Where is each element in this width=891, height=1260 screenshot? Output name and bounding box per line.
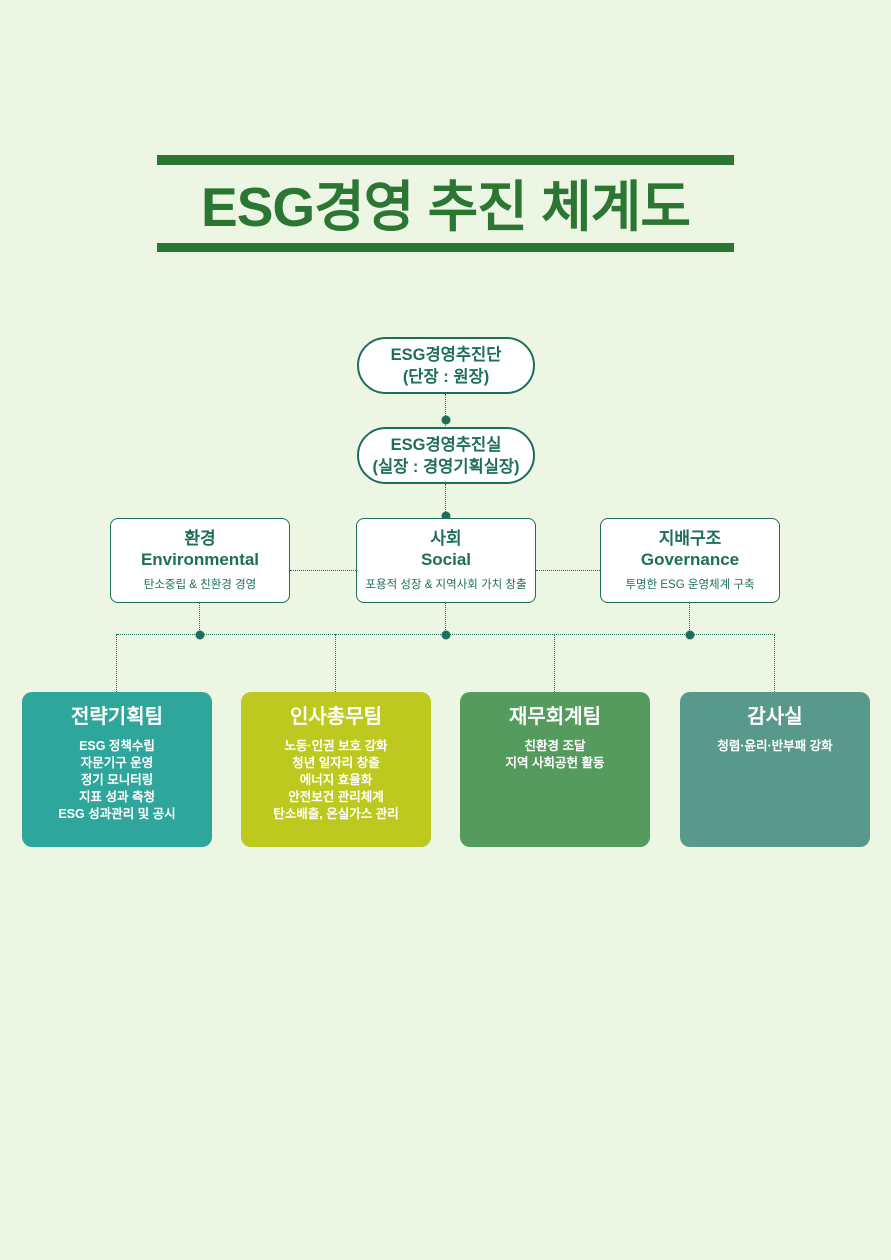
team-duty-list: ESG 정책수립 자문기구 운영 정기 모니터링 지표 성과 측청 ESG 성과… bbox=[22, 738, 212, 823]
connector-office-pillars bbox=[445, 484, 446, 518]
junction-dot bbox=[441, 630, 451, 640]
pillar-title-kr: 지배구조 bbox=[658, 529, 722, 548]
pillar-title-en: Governance bbox=[640, 550, 740, 569]
team-name: 전략기획팀 bbox=[71, 706, 163, 728]
team-strategy-planning: 전략기획팀 ESG 정책수립 자문기구 운영 정기 모니터링 지표 성과 측청 … bbox=[22, 692, 212, 847]
team-duty: 지표 성과 측청 bbox=[79, 790, 155, 804]
team-duty: 지역 사회공헌 활동 bbox=[505, 756, 605, 770]
team-duty: ESG 성과관리 및 공시 bbox=[58, 807, 176, 821]
connector-social-bus bbox=[445, 603, 446, 634]
pillar-title-en: Social bbox=[420, 550, 472, 569]
connector-bus-team4 bbox=[774, 634, 775, 692]
junction-dot bbox=[441, 511, 451, 521]
connector-bus-team3 bbox=[554, 634, 555, 692]
title-bottom-bar bbox=[157, 243, 734, 252]
pillar-social: 사회 Social 포용적 성장 & 지역사회 가치 창출 bbox=[356, 518, 536, 603]
pillar-description: 탄소중립 & 친환경 경영 bbox=[143, 579, 257, 591]
connector-social-gov bbox=[536, 570, 600, 571]
connector-env-social bbox=[290, 570, 356, 571]
junction-dot bbox=[685, 630, 695, 640]
team-hr-general-affairs: 인사총무팀 노동·인권 보호 강화 청년 일자리 창출 에너지 효율화 안전보건… bbox=[241, 692, 431, 847]
team-duty: 자문기구 운영 bbox=[80, 756, 154, 770]
connector-bus-team1 bbox=[116, 634, 117, 692]
pillar-description: 투명한 ESG 운영체계 구축 bbox=[625, 579, 755, 591]
team-duty: ESG 정책수립 bbox=[79, 739, 155, 753]
team-name: 감사실 bbox=[747, 706, 803, 728]
node-esg-promotion-office: ESG경영추진실 (실장 : 경영기획실장) bbox=[357, 427, 535, 484]
team-name: 재무회계팀 bbox=[509, 706, 601, 728]
team-duty-list: 친환경 조달 지역 사회공헌 활동 bbox=[460, 738, 650, 772]
pillar-title-en: Environmental bbox=[140, 550, 260, 569]
connector-root-office bbox=[445, 394, 446, 426]
team-duty-list: 청렴·윤리·반부패 강화 bbox=[680, 738, 870, 755]
team-duty: 친환경 조달 bbox=[524, 739, 586, 753]
team-duty: 정기 모니터링 bbox=[80, 773, 154, 787]
connector-bus-team2 bbox=[335, 634, 336, 692]
team-duty: 청렴·윤리·반부패 강화 bbox=[717, 739, 833, 753]
team-duty: 청년 일자리 창출 bbox=[292, 756, 380, 770]
junction-dot bbox=[195, 630, 205, 640]
team-audit-office: 감사실 청렴·윤리·반부패 강화 bbox=[680, 692, 870, 847]
node-subtitle: (실장 : 경영기획실장) bbox=[372, 457, 520, 476]
team-duty: 노동·인권 보호 강화 bbox=[284, 739, 388, 753]
pillar-title-kr: 사회 bbox=[430, 529, 462, 548]
junction-dot bbox=[441, 415, 451, 425]
page-title: ESG경영 추진 체계도 bbox=[201, 176, 691, 238]
connector-gov-bus bbox=[689, 603, 690, 634]
pillar-environmental: 환경 Environmental 탄소중립 & 친환경 경영 bbox=[110, 518, 290, 603]
team-duty: 탄소배출, 온실가스 관리 bbox=[273, 807, 399, 821]
pillar-governance: 지배구조 Governance 투명한 ESG 운영체계 구축 bbox=[600, 518, 780, 603]
node-subtitle: (단장 : 원장) bbox=[402, 367, 490, 386]
team-finance-accounting: 재무회계팀 친환경 조달 지역 사회공헌 활동 bbox=[460, 692, 650, 847]
node-title: ESG경영추진단 bbox=[390, 345, 502, 364]
team-duty-list: 노동·인권 보호 강화 청년 일자리 창출 에너지 효율화 안전보건 관리체계 … bbox=[241, 738, 431, 823]
title-top-bar bbox=[157, 155, 734, 165]
team-name: 인사총무팀 bbox=[290, 706, 382, 728]
team-duty: 에너지 효율화 bbox=[299, 773, 373, 787]
connector-env-bus bbox=[199, 603, 200, 634]
node-esg-promotion-group: ESG경영추진단 (단장 : 원장) bbox=[357, 337, 535, 394]
pillar-title-kr: 환경 bbox=[184, 529, 216, 548]
node-title: ESG경영추진실 bbox=[390, 435, 502, 454]
pillar-description: 포용적 성장 & 지역사회 가치 창출 bbox=[365, 579, 527, 591]
team-duty: 안전보건 관리체계 bbox=[288, 790, 384, 804]
